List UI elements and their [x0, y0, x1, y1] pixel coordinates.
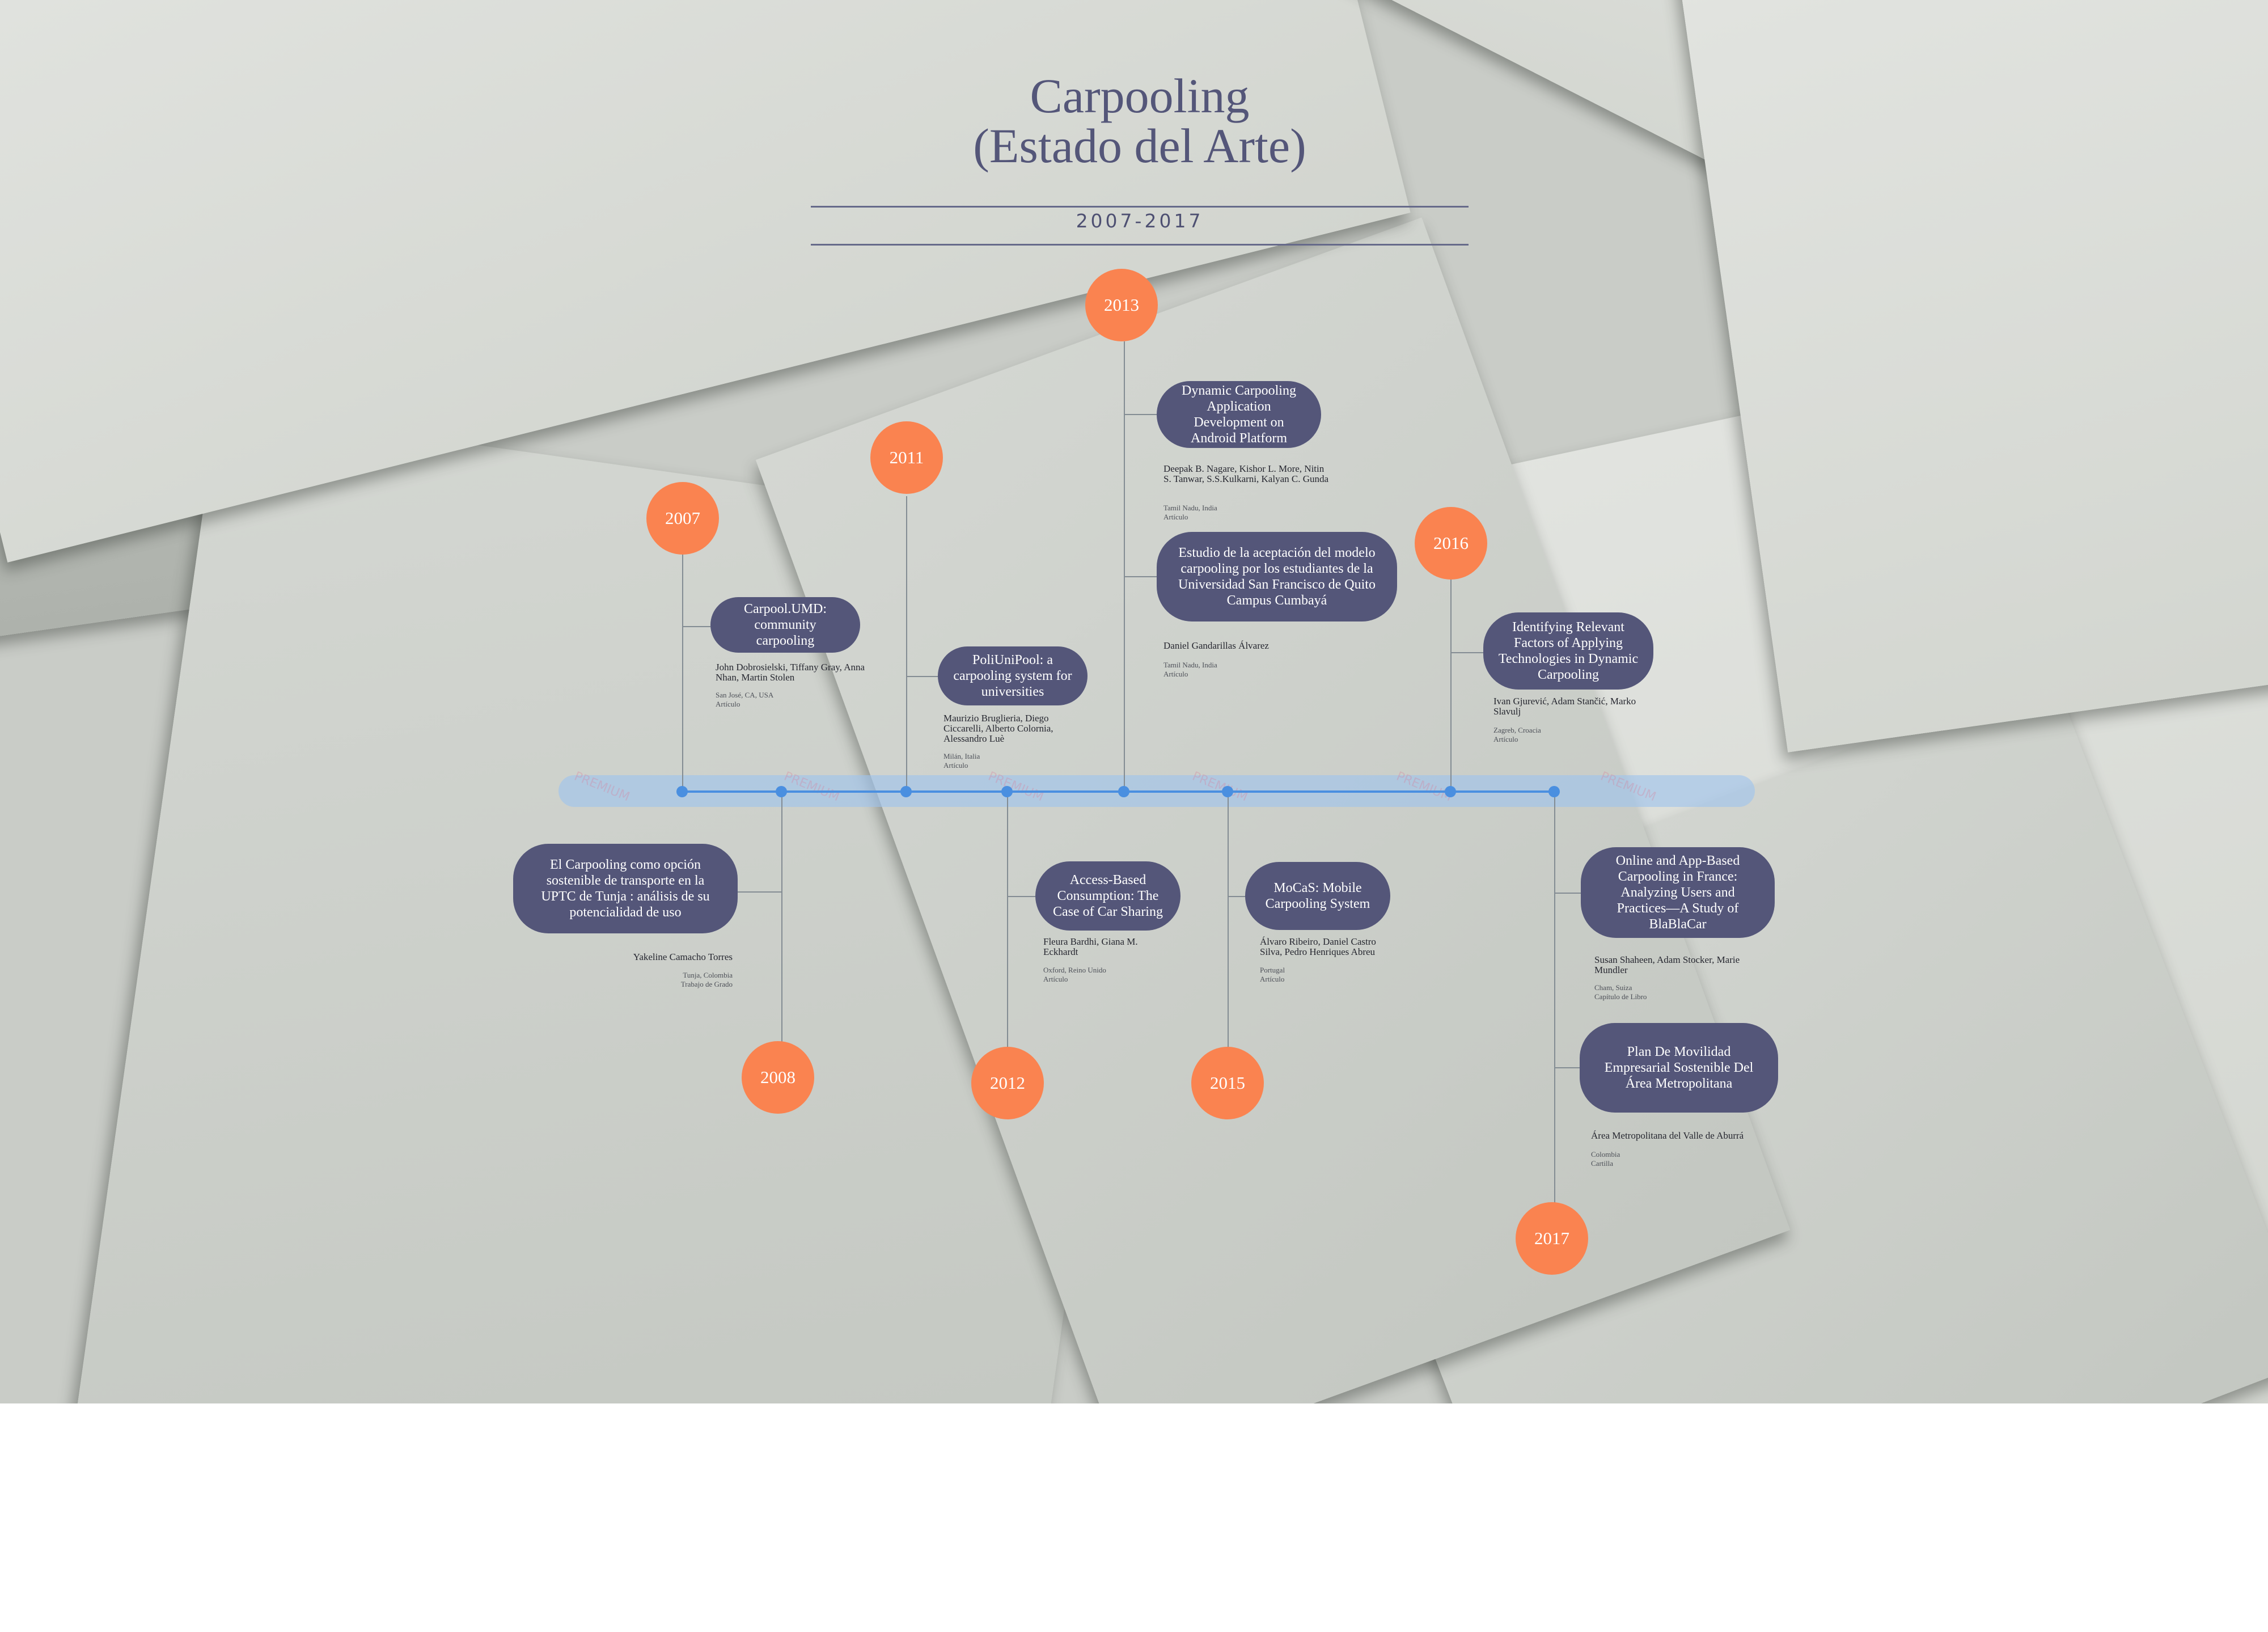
entry-authors-2017-a: Susan Shaheen, Adam Stocker, Marie Mundl… — [1594, 954, 1740, 975]
year-badge-2016: 2016 — [1415, 507, 1487, 580]
entry-location-2013-a: Tamil Nadu, India — [1163, 504, 1217, 512]
entry-type-2016: Artículo — [1493, 735, 1518, 743]
divider-bottom — [811, 244, 1469, 246]
timeline-dot-2011 — [900, 786, 912, 797]
entry-location-2016: Zagreb, Croacia — [1493, 726, 1541, 734]
timeline-dot-2013 — [1118, 786, 1129, 797]
entry-authors-2015: Álvaro Ribeiro, Daniel Castro Silva, Ped… — [1260, 936, 1376, 957]
connector-2017 — [1554, 792, 1555, 1203]
page-title-subtitle: (Estado del Arte) — [973, 119, 1306, 173]
year-badge-2013: 2013 — [1085, 269, 1158, 341]
paper-background — [0, 0, 2268, 1403]
timeline-dot-2007 — [676, 786, 688, 797]
connector-2017-branch-a — [1555, 893, 1581, 894]
connector-2012 — [1007, 792, 1008, 1048]
connector-2007-branch — [682, 626, 710, 627]
connector-2008-branch — [737, 891, 782, 893]
year-badge-2008: 2008 — [742, 1041, 814, 1114]
entry-location-2008: Tunja, Colombia — [683, 971, 733, 979]
period-label: 2007-2017 — [1076, 210, 1204, 232]
entry-title-2013-b[interactable]: Estudio de la aceptación del modelo carp… — [1157, 532, 1397, 621]
entry-title-2008[interactable]: El Carpooling como opción sostenible de … — [513, 844, 738, 933]
year-badge-2015: 2015 — [1191, 1047, 1264, 1119]
entry-type-2017-b: Cartilla — [1591, 1159, 1613, 1168]
connector-2013-branch-b — [1124, 576, 1157, 577]
entry-type-2012: Artículo — [1043, 975, 1068, 983]
entry-title-2015[interactable]: MoCaS: Mobile Carpooling System — [1245, 862, 1390, 930]
entry-authors-2012: Fleura Bardhi, Giana M. Eckhardt — [1043, 936, 1138, 957]
entry-type-2008: Trabajo de Grado — [680, 980, 733, 988]
connector-2015-branch — [1228, 896, 1249, 897]
entry-authors-2011: Maurizio Bruglieria, Diego Ciccarelli, A… — [943, 713, 1053, 744]
year-badge-2017: 2017 — [1516, 1202, 1588, 1275]
entry-location-2017-a: Cham, Suiza — [1594, 983, 1632, 992]
entry-type-2011: Artículo — [943, 761, 968, 770]
connector-2016-branch — [1451, 652, 1483, 653]
entry-type-2007: Artículo — [716, 700, 741, 708]
connector-2011 — [906, 496, 907, 792]
entry-authors-2008: Yakeline Camacho Torres — [633, 952, 733, 962]
entry-type-2013-b: Artículo — [1163, 670, 1188, 678]
timeline-dot-2017 — [1548, 786, 1560, 797]
connector-2016 — [1450, 580, 1452, 792]
entry-location-2007: San José, CA, USA — [716, 691, 774, 699]
connector-2015 — [1228, 792, 1229, 1048]
entry-type-2017-a: Capítulo de Libro — [1594, 992, 1647, 1001]
entry-type-2013-a: Artículo — [1163, 513, 1188, 521]
entry-location-2011: Milán, Italia — [943, 752, 980, 760]
entry-authors-2017-b: Área Metropolitana del Valle de Aburrá — [1591, 1130, 1744, 1141]
year-badge-2011: 2011 — [870, 421, 943, 494]
year-badge-2012: 2012 — [971, 1047, 1044, 1119]
entry-title-2017-b[interactable]: Plan De Movilidad Empresarial Sostenible… — [1580, 1023, 1778, 1113]
entry-authors-2007: John Dobrosielski, Tiffany Gray, Anna Nh… — [716, 662, 865, 683]
entry-authors-2013-b: Daniel Gandarillas Álvarez — [1163, 640, 1269, 651]
timeline-dot-2015 — [1222, 786, 1233, 797]
connector-2017-branch-b — [1555, 1067, 1580, 1068]
page-title: Carpooling — [1030, 69, 1250, 123]
entry-location-2017-b: Colombia — [1591, 1150, 1620, 1159]
divider-top — [811, 206, 1469, 208]
entry-title-2007[interactable]: Carpool.UMD: community carpooling — [710, 597, 860, 653]
entry-title-2013-a[interactable]: Dynamic Carpooling Application Developme… — [1157, 381, 1321, 448]
connector-2007 — [682, 555, 683, 792]
entry-location-2012: Oxford, Reino Unido — [1043, 966, 1106, 974]
entry-title-2011[interactable]: PoliUniPool: a carpooling system for uni… — [938, 646, 1088, 705]
timeline-dot-2016 — [1445, 786, 1456, 797]
timeline-dot-2012 — [1001, 786, 1013, 797]
timeline-dot-2008 — [776, 786, 787, 797]
entry-type-2015: Artículo — [1260, 975, 1285, 983]
entry-authors-2016: Ivan Gjurević, Adam Stančić, Marko Slavu… — [1493, 696, 1636, 717]
year-badge-2007: 2007 — [646, 482, 719, 555]
connector-2012-branch — [1008, 896, 1035, 897]
entry-title-2017-a[interactable]: Online and App-Based Carpooling in Franc… — [1581, 847, 1775, 938]
entry-authors-2013-a: Deepak B. Nagare, Kishor L. More, Nitin … — [1163, 463, 1329, 484]
entry-title-2016[interactable]: Identifying Relevant Factors of Applying… — [1483, 612, 1653, 690]
entry-location-2015: Portugal — [1260, 966, 1285, 974]
entry-title-2012[interactable]: Access-Based Consumption: The Case of Ca… — [1035, 861, 1180, 931]
connector-2008 — [781, 792, 782, 1043]
connector-2013 — [1124, 341, 1125, 792]
connector-2011-branch — [907, 676, 938, 677]
connector-2013-branch-a — [1124, 414, 1157, 415]
entry-location-2013-b: Tamil Nadu, India — [1163, 661, 1217, 669]
